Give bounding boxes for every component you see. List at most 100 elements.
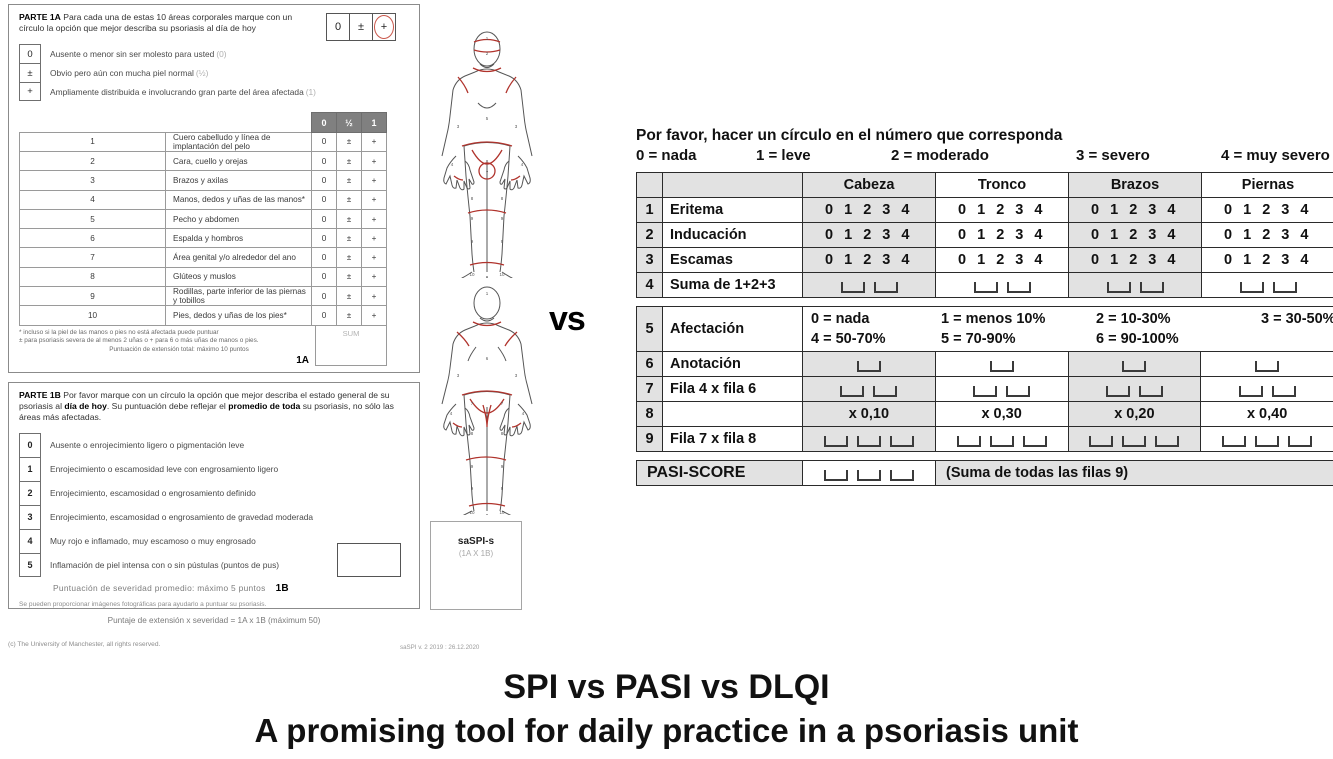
scale-key-value: (½) xyxy=(195,67,209,78)
area-option-half[interactable]: ± xyxy=(336,305,362,326)
area-option-plus[interactable]: + xyxy=(361,266,387,288)
afectacion-option-7[interactable] xyxy=(1261,329,1333,349)
part-1b-scale-key-value[interactable]: 3 xyxy=(19,504,41,529)
afectacion-option-4[interactable]: 4 = 50-70% xyxy=(811,331,886,347)
blank-bracket xyxy=(890,470,914,481)
afectacion-option-2[interactable]: 2 = 10-30% xyxy=(1096,311,1171,327)
pasi-blank-cell-cabeza[interactable] xyxy=(802,351,936,377)
area-option-0[interactable]: 0 xyxy=(311,247,337,268)
pasi-scale-cell-tronco[interactable]: 0 1 2 3 4 xyxy=(935,222,1069,248)
area-option-0[interactable]: 0 xyxy=(311,170,337,191)
part-1b-score-box[interactable] xyxy=(337,543,401,577)
pasi-header-tronco: Tronco xyxy=(935,172,1069,198)
svg-text:3: 3 xyxy=(515,124,518,129)
area-option-0[interactable]: 0 xyxy=(311,266,337,288)
legend-cell-plus-circled[interactable]: + xyxy=(373,14,395,40)
area-option-half[interactable]: ± xyxy=(336,131,362,153)
pasi-scale-cell-cabeza[interactable]: 0 1 2 3 4 xyxy=(802,222,936,248)
area-option-0[interactable]: 0 xyxy=(311,131,337,153)
area-option-half[interactable]: ± xyxy=(336,189,362,210)
pasi-blank-cell-cabeza[interactable] xyxy=(802,426,936,452)
blank-bracket xyxy=(823,436,848,447)
pasi-header-cabeza: Cabeza xyxy=(802,172,936,198)
area-option-half[interactable]: ± xyxy=(336,208,362,230)
pasi-afectacion-options[interactable]: 0 = nada 1 = menos 10% 2 = 10-30% 3 = 30… xyxy=(802,306,1333,352)
part-1b-scale-row: 5 Inflamación de piel intensa con o sin p… xyxy=(19,552,411,577)
blank-bracket xyxy=(889,436,914,447)
pasi-scale-cell-tronco[interactable]: 0 1 2 3 4 xyxy=(935,247,1069,273)
legend-cell-half[interactable]: ± xyxy=(350,14,373,40)
blank-group xyxy=(1205,431,1329,447)
part-1b-scale-description: Inflamación de piel intensa con o sin pú… xyxy=(50,559,280,570)
area-option-plus[interactable]: + xyxy=(361,247,387,268)
part-1b-scale-key-value[interactable]: 0 xyxy=(19,432,41,457)
area-option-plus[interactable]: + xyxy=(361,131,387,153)
saspi-subtitle: (1A X 1B) xyxy=(458,549,494,558)
area-option-plus[interactable]: + xyxy=(361,170,387,191)
pasi-blank-cell-tronco[interactable] xyxy=(935,272,1069,298)
area-option-plus[interactable]: + xyxy=(361,286,387,307)
pasi-scale-cell-brazos[interactable]: 0 1 2 3 4 xyxy=(1068,222,1202,248)
afectacion-option-5[interactable]: 5 = 70-90% xyxy=(941,331,1016,347)
area-option-half[interactable]: ± xyxy=(336,247,362,268)
pasi-blank-cell-cabeza[interactable] xyxy=(802,376,936,402)
pasi-blank-cell-brazos[interactable] xyxy=(1067,351,1202,377)
area-option-plus[interactable]: + xyxy=(361,228,387,249)
part-1a-sum-box[interactable]: SUM xyxy=(315,325,387,367)
pasi-scale-cell-piernas[interactable]: 0 1 2 3 4 xyxy=(1201,247,1333,273)
area-option-0[interactable]: 0 xyxy=(311,286,337,307)
area-option-0[interactable]: 0 xyxy=(311,150,337,172)
area-option-plus[interactable]: + xyxy=(361,189,387,210)
pasi-blank-cell-tronco[interactable] xyxy=(934,426,1069,452)
saspi-title: saSPI-s xyxy=(457,536,495,547)
svg-text:10: 10 xyxy=(469,510,475,515)
pasi-scale-cell-cabeza[interactable]: 0 1 2 3 4 xyxy=(802,247,936,273)
pasi-blank-cell-piernas[interactable] xyxy=(1200,376,1333,402)
pasi-blank-cell-piernas[interactable] xyxy=(1201,272,1333,298)
part-1b-scale-key-value[interactable]: 5 xyxy=(19,552,41,577)
pasi-blank-cell-brazos[interactable] xyxy=(1067,426,1202,452)
area-option-half[interactable]: ± xyxy=(336,286,362,307)
afectacion-option-1[interactable]: 1 = menos 10% xyxy=(941,311,1046,327)
area-option-half[interactable]: ± xyxy=(336,266,362,288)
pasi-blank-cell-piernas[interactable] xyxy=(1200,426,1333,452)
pasi-scale-cell-cabeza[interactable]: 0 1 2 3 4 xyxy=(802,197,936,223)
pasi-blank-cell-tronco[interactable] xyxy=(934,376,1069,402)
area-option-plus[interactable]: + xyxy=(361,150,387,172)
saspi-score-box[interactable]: saSPI-s (1A X 1B) xyxy=(430,521,522,610)
pasi-scale-cell-piernas[interactable]: 0 1 2 3 4 xyxy=(1201,222,1333,248)
part-1b-scale-key-value[interactable]: 1 xyxy=(19,456,41,481)
pasi-row-number: 5 xyxy=(636,306,663,352)
pasi-blank-cell-brazos[interactable] xyxy=(1068,272,1202,298)
area-option-0[interactable]: 0 xyxy=(311,305,337,326)
pasi-scale-cell-tronco[interactable]: 0 1 2 3 4 xyxy=(935,197,1069,223)
area-option-half[interactable]: ± xyxy=(336,228,362,249)
area-option-plus[interactable]: + xyxy=(361,305,387,326)
pasi-score-value-box[interactable] xyxy=(802,460,936,486)
part-1b-scale-key-value[interactable]: 2 xyxy=(19,480,41,505)
pasi-blank-cell-piernas[interactable] xyxy=(1200,351,1333,377)
afectacion-option-0[interactable]: 0 = nada xyxy=(811,311,870,327)
legend-cell-0[interactable]: 0 xyxy=(327,14,350,40)
area-option-plus[interactable]: + xyxy=(361,208,387,230)
area-option-0[interactable]: 0 xyxy=(311,189,337,210)
svg-text:1: 1 xyxy=(486,36,489,41)
area-option-half[interactable]: ± xyxy=(336,170,362,191)
afectacion-option-6[interactable]: 6 = 90-100% xyxy=(1096,331,1179,347)
area-option-half[interactable]: ± xyxy=(336,150,362,172)
afectacion-option-3[interactable]: 3 = 30-50% xyxy=(1261,311,1333,327)
pasi-blank-cell-tronco[interactable] xyxy=(934,351,1069,377)
part-1b-scale-key-value[interactable]: 4 xyxy=(19,528,41,553)
area-option-0[interactable]: 0 xyxy=(311,228,337,249)
area-option-0[interactable]: 0 xyxy=(311,208,337,230)
pasi-scale-cell-piernas[interactable]: 0 1 2 3 4 xyxy=(1201,197,1333,223)
pasi-blank-cell-brazos[interactable] xyxy=(1067,376,1202,402)
pasi-header-piernas: Piernas xyxy=(1201,172,1333,198)
pasi-scale-cell-brazos[interactable]: 0 1 2 3 4 xyxy=(1068,247,1202,273)
pasi-scale-cell-brazos[interactable]: 0 1 2 3 4 xyxy=(1068,197,1202,223)
svg-text:4: 4 xyxy=(522,411,525,416)
pasi-blank-cell-cabeza[interactable] xyxy=(802,272,936,298)
